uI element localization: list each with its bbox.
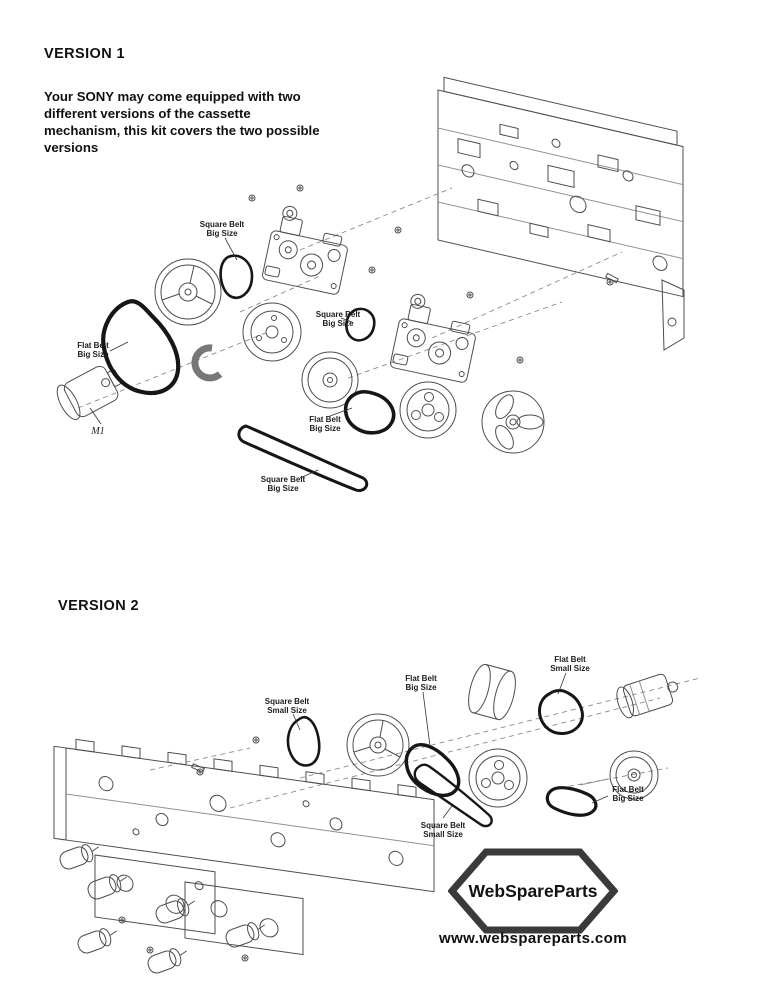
pulley-capstan-v2 (468, 748, 528, 808)
label-flat-belt-big-1-line2: Big Size (77, 350, 109, 359)
chassis-plate-v1 (437, 76, 685, 351)
screws-v2 (191, 736, 260, 776)
flywheel (481, 390, 545, 454)
pulley-layered (242, 302, 302, 362)
label-motor-m1: M1 (90, 426, 104, 437)
pulley-idler-v2 (579, 750, 659, 800)
pulley-large-spoked-v2 (346, 713, 410, 777)
leader-lines-v1 (89, 237, 353, 479)
flat-belt-small-1 (538, 689, 584, 735)
label-flat-belt-big-1-line1: Flat Belt (77, 341, 109, 350)
label-square-belt-small-2-line1: Square Belt (421, 821, 466, 830)
pulley-capstan (301, 351, 359, 409)
clamp-bracket (191, 344, 223, 382)
label-square-belt-big-2-line1: Square Belt (316, 310, 361, 319)
label-square-belt-big-1-line2: Big Size (206, 229, 238, 238)
square-belt-small-2 (413, 763, 493, 828)
website-url: www.webspareparts.com (439, 930, 627, 947)
pulley-idler (399, 381, 457, 439)
version1-diagram: Square Belt Big Size Flat Belt Big Size … (56, 76, 685, 493)
pulley-large-spoked (154, 258, 222, 326)
flat-belt-big-2 (343, 389, 396, 435)
square-belt-big-3 (237, 424, 369, 493)
motor-v2 (616, 673, 679, 719)
motor-m1 (56, 365, 122, 421)
logo-text: WebSpareParts (468, 881, 597, 901)
square-belt-small-1 (286, 715, 321, 767)
label-square-belt-small-2-line2: Small Size (423, 830, 463, 839)
label-square-belt-small-1-line1: Square Belt (265, 697, 310, 706)
version2-diagram: Square Belt Small Size Flat Belt Big Siz… (53, 655, 701, 976)
leader-lines-v2 (292, 672, 609, 819)
belts-v1 (101, 254, 396, 493)
label-flat-belt-big-2-line2: Big Size (309, 424, 341, 433)
hexagon-logo-shape (448, 848, 618, 934)
axis-lines-v1 (77, 187, 623, 409)
flat-belt-big-2-v2 (545, 786, 598, 817)
label-square-belt-big-2-line2: Big Size (322, 319, 354, 328)
version2-heading: VERSION 2 (58, 598, 139, 614)
version1-heading: VERSION 1 (44, 46, 125, 62)
belts-v2 (286, 689, 598, 828)
label-square-belt-big-1-line1: Square Belt (200, 220, 245, 229)
flat-belt-big-1 (101, 299, 181, 396)
label-square-belt-big-3-line1: Square Belt (261, 475, 306, 484)
square-belt-big-2 (345, 307, 376, 342)
intro-text: Your SONY may come equipped with two dif… (44, 89, 320, 155)
label-flat-belt-small-1-line1: Flat Belt (554, 655, 586, 664)
webspareparts-logo: WebSpareParts (448, 848, 618, 934)
label-flat-belt-big-1-line2: Big Size (405, 683, 437, 692)
label-flat-belt-big-2-line1: Flat Belt (612, 785, 644, 794)
drum-pulley (468, 663, 516, 721)
flat-belt-big-1-v2 (404, 743, 461, 798)
label-square-belt-small-1-line2: Small Size (267, 706, 307, 715)
label-flat-belt-big-2-line1: Flat Belt (309, 415, 341, 424)
mechanism-block-b (389, 291, 483, 384)
label-flat-belt-big-2-line2: Big Size (612, 794, 644, 803)
chassis-plate-v2 (53, 738, 435, 956)
label-flat-belt-small-1-line2: Small Size (550, 664, 590, 673)
square-belt-big-1 (219, 254, 254, 299)
label-square-belt-big-3-line2: Big Size (267, 484, 299, 493)
screws-v1 (248, 184, 619, 364)
small-motors-v2 (57, 839, 269, 976)
label-flat-belt-big-1-line1: Flat Belt (405, 674, 437, 683)
